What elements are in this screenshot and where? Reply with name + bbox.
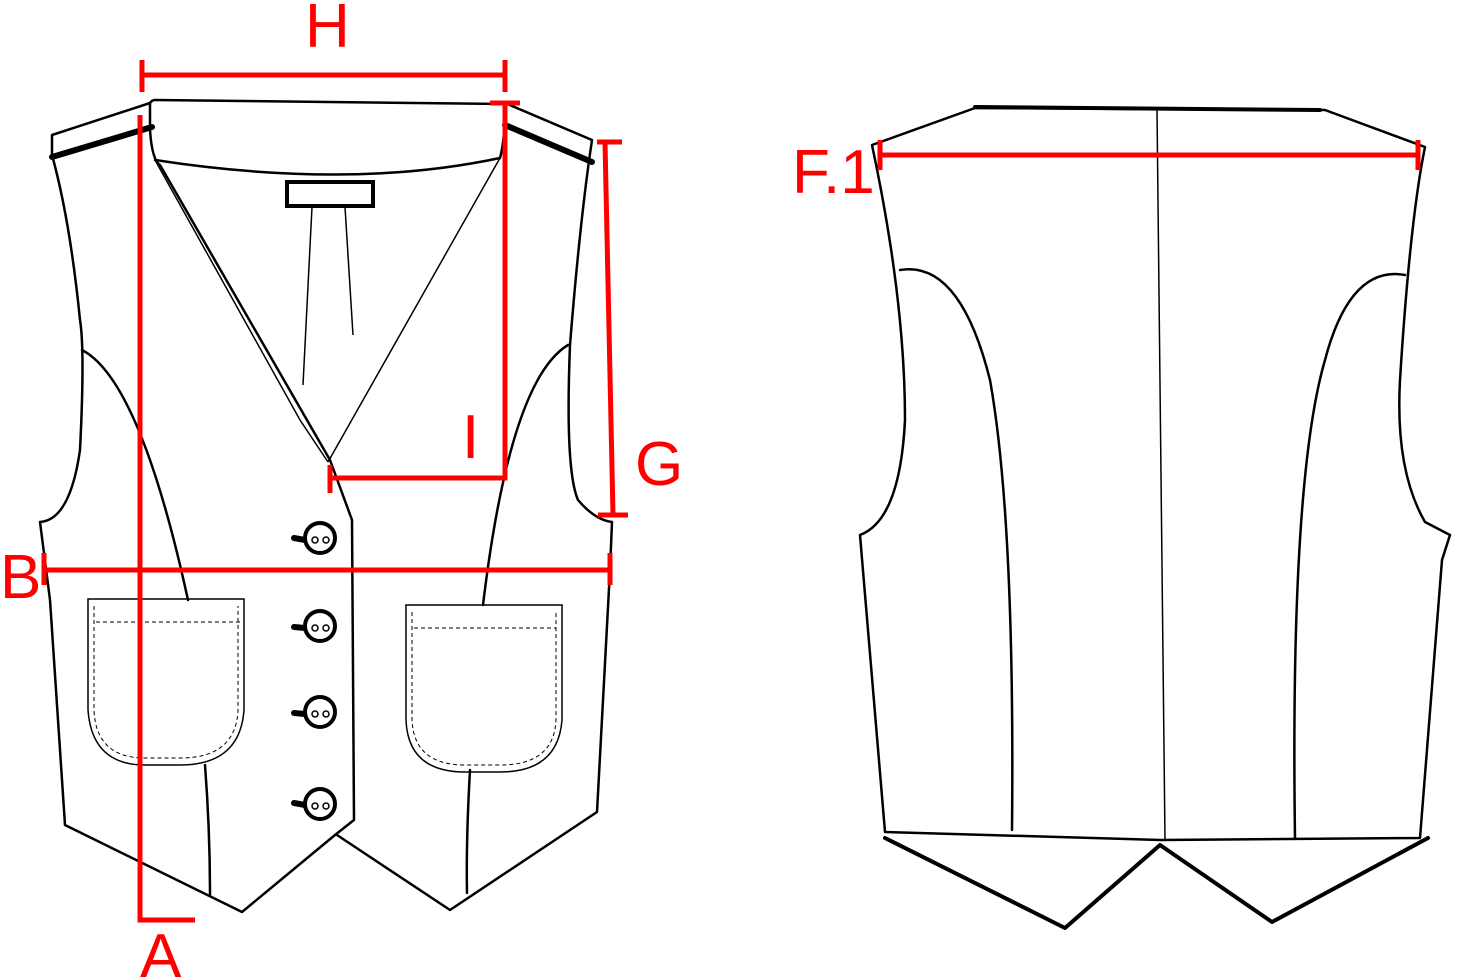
button bbox=[291, 695, 337, 729]
measure-line-f1 bbox=[877, 140, 1421, 170]
pocket-left bbox=[87, 598, 245, 766]
shoulder-seam-right bbox=[502, 122, 595, 165]
measure-line-h bbox=[139, 60, 508, 92]
vest-back bbox=[858, 105, 1452, 930]
shoulder-seam-left bbox=[49, 124, 155, 160]
back-neck bbox=[973, 105, 1322, 112]
lapel-left bbox=[154, 159, 329, 463]
pocket-right bbox=[405, 604, 563, 773]
button bbox=[291, 609, 337, 643]
center-back-seam bbox=[1156, 109, 1166, 841]
front-right-outline bbox=[335, 101, 614, 912]
label-b: B bbox=[0, 543, 41, 612]
measure-line-g bbox=[597, 139, 628, 518]
label-i: I bbox=[462, 403, 479, 472]
pocket-left-stitch bbox=[93, 606, 240, 759]
back-dart-left bbox=[898, 267, 1014, 832]
measure-line-a bbox=[137, 115, 195, 923]
label-g: G bbox=[635, 430, 683, 499]
label-f1: F.1 bbox=[792, 138, 875, 207]
measurement-labels: H I G B A F.1 bbox=[0, 0, 875, 977]
buttons bbox=[291, 521, 337, 821]
armhole-dart-left bbox=[80, 348, 212, 897]
back-outline bbox=[858, 106, 1452, 842]
armhole-dart-right bbox=[465, 343, 570, 895]
button bbox=[291, 521, 337, 555]
front-outline bbox=[38, 101, 356, 914]
back-dart-right bbox=[1293, 272, 1407, 840]
pocket-right-stitch bbox=[411, 612, 557, 766]
back-hem-points bbox=[883, 836, 1430, 930]
button bbox=[291, 787, 337, 821]
label-h: H bbox=[305, 0, 350, 61]
lapel-right bbox=[327, 157, 501, 463]
vest-front bbox=[38, 98, 614, 914]
measurements bbox=[41, 60, 1421, 923]
label-tab bbox=[285, 180, 375, 208]
measure-line-b bbox=[41, 553, 613, 585]
collar bbox=[148, 98, 507, 176]
strap-lines bbox=[302, 206, 354, 386]
label-a: A bbox=[140, 922, 182, 977]
measure-line-i bbox=[327, 100, 520, 493]
